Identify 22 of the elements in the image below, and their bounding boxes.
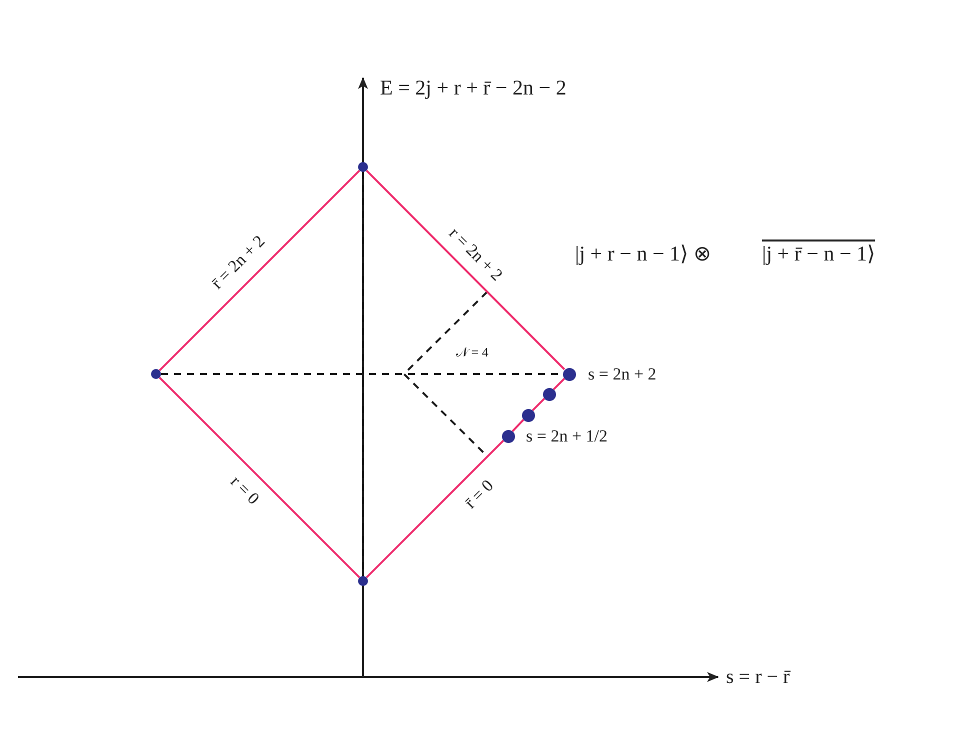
data-point <box>562 368 576 380</box>
math-label: s = r − r̄ <box>726 667 790 687</box>
data-point <box>522 408 534 422</box>
data-point <box>151 369 161 379</box>
data-point <box>358 576 368 586</box>
point-label: s = 2n + 2 <box>588 366 656 382</box>
math-label: |j + r̄ − n − 1⟩ <box>762 244 876 264</box>
boundary-line <box>366 440 504 578</box>
dashed-line <box>362 172 364 576</box>
math-label: E = 2j + r + r̄ − 2n − 2 <box>380 78 566 98</box>
boundary-line <box>366 170 566 370</box>
math-label: 𝒩 = 4 <box>456 346 488 358</box>
boundary-line <box>158 170 360 372</box>
boundary-line <box>532 398 546 412</box>
data-point <box>358 162 368 172</box>
boundary-line <box>512 419 524 432</box>
data-point <box>502 430 514 442</box>
point-label: s = 2n + 1/2 <box>526 428 608 444</box>
boundary-line <box>158 376 360 578</box>
math-label: |j + r − n − 1⟩ ⊗ <box>575 244 712 264</box>
boundary-line <box>552 378 566 390</box>
data-point <box>542 388 556 400</box>
